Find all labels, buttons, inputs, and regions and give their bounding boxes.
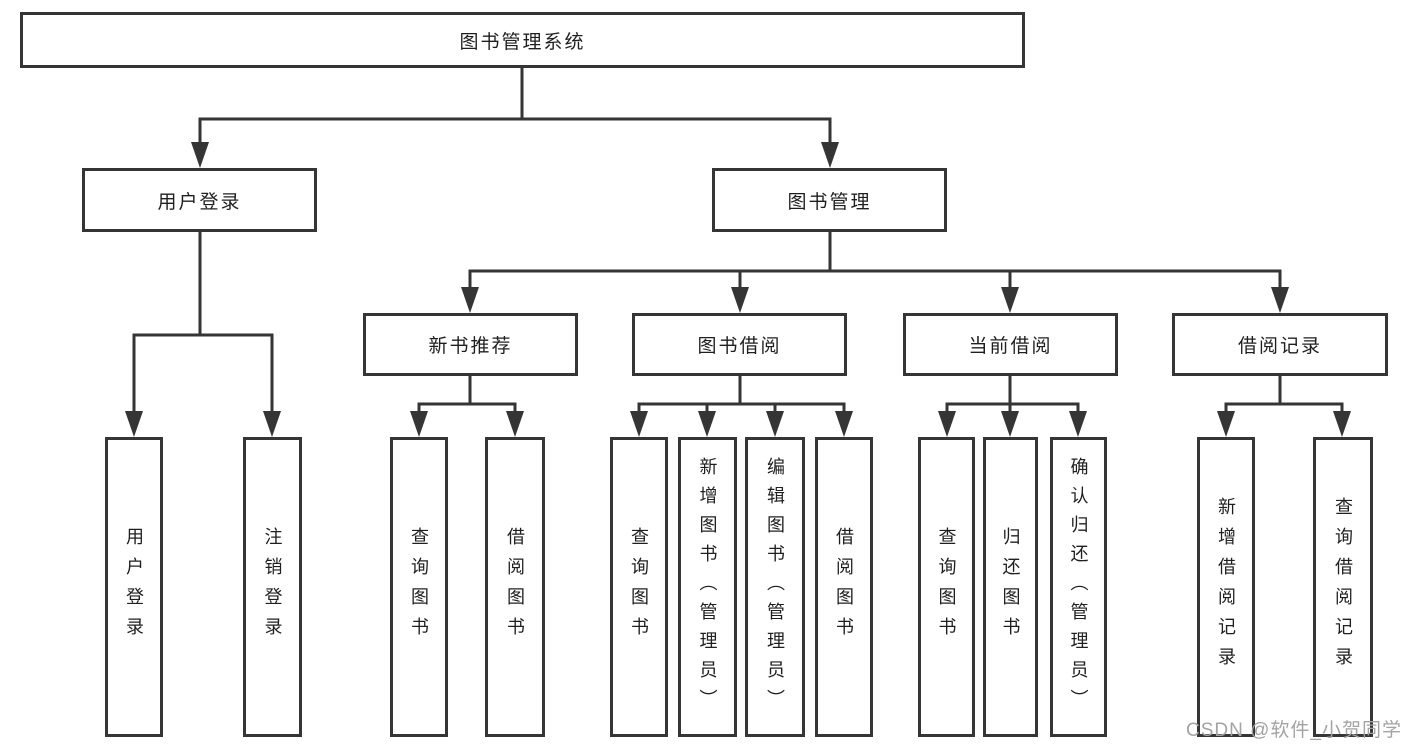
node-label: 查询图书 — [936, 527, 957, 647]
arrowhead-icon — [1271, 287, 1289, 313]
arrowhead-icon — [263, 411, 281, 437]
node-label: 查询图书 — [629, 527, 649, 647]
leaf-edit-books-admin: 编辑图书（管理员） — [745, 437, 805, 737]
node-label: 图书管理系统 — [459, 31, 586, 53]
node-label: 查询图书 — [409, 527, 429, 647]
arrowhead-icon — [1001, 411, 1019, 437]
node-borrow-records: 借阅记录 — [1172, 313, 1388, 376]
leaf-query-books-current: 查询图书 — [918, 437, 975, 737]
leaf-logout: 注销登录 — [243, 437, 302, 737]
node-label: 当前借阅 — [968, 336, 1053, 357]
arrowhead-icon — [1217, 411, 1235, 437]
node-label: 确认归还（管理员） — [1068, 456, 1089, 718]
arrowhead-icon — [125, 411, 143, 437]
connector-bookmgmt-to-level3 — [461, 228, 1289, 313]
connector-userlogin-to-leaves — [125, 228, 281, 437]
node-label: 编辑图书（管理员） — [765, 456, 785, 718]
node-label: 新增图书（管理员） — [697, 456, 718, 718]
node-label: 用户登录 — [124, 527, 144, 647]
leaf-return-books: 归还图书 — [983, 437, 1038, 737]
node-label: 借阅记录 — [1237, 336, 1322, 357]
leaf-add-borrow-record: 新增借阅记录 — [1197, 437, 1255, 737]
connector-records-to-leaves — [1217, 372, 1351, 437]
node-label: 注销登录 — [262, 527, 283, 647]
arrowhead-icon — [410, 411, 428, 437]
node-book-management: 图书管理 — [712, 168, 947, 232]
connector-bookborrow-to-leaves — [630, 372, 853, 437]
arrowhead-icon — [766, 411, 784, 437]
csdn-watermark: CSDN @软件_小贺同学 — [1186, 720, 1402, 741]
leaf-query-books-recommend: 查询图书 — [390, 437, 448, 737]
arrowhead-icon — [191, 142, 209, 168]
leaf-borrow-books: 借阅图书 — [815, 437, 873, 737]
leaf-confirm-return-admin: 确认归还（管理员） — [1050, 437, 1107, 737]
arrowhead-icon — [1069, 411, 1087, 437]
arrowhead-icon — [835, 411, 853, 437]
node-new-book-recommend: 新书推荐 — [363, 313, 578, 376]
leaf-borrow-books-recommend: 借阅图书 — [485, 437, 545, 737]
leaf-add-books-admin: 新增图书（管理员） — [678, 437, 737, 737]
node-label: 归还图书 — [1000, 527, 1021, 647]
node-label: 新增借阅记录 — [1216, 497, 1236, 677]
node-label: 图书管理 — [787, 191, 872, 213]
node-book-borrow: 图书借阅 — [632, 313, 847, 376]
connector-root-to-level2 — [191, 64, 839, 168]
arrowhead-icon — [1333, 411, 1351, 437]
node-label: 图书借阅 — [697, 336, 782, 357]
node-label: 查询借阅记录 — [1333, 497, 1353, 677]
arrowhead-icon — [731, 287, 749, 313]
node-label: 借阅图书 — [505, 527, 525, 647]
arrowhead-icon — [630, 411, 648, 437]
leaf-user-login: 用户登录 — [105, 437, 163, 737]
arrowhead-icon — [698, 411, 716, 437]
connector-currentborrow-to-leaves — [938, 372, 1087, 437]
node-library-system: 图书管理系统 — [20, 12, 1025, 68]
arrowhead-icon — [938, 411, 956, 437]
arrowhead-icon — [461, 287, 479, 313]
node-label: 用户登录 — [157, 191, 242, 213]
arrowhead-icon — [1001, 287, 1019, 313]
node-current-borrow: 当前借阅 — [903, 313, 1118, 376]
node-user-login: 用户登录 — [82, 168, 317, 232]
node-label: 借阅图书 — [834, 527, 854, 647]
node-label: 新书推荐 — [428, 336, 513, 357]
leaf-query-books-borrow: 查询图书 — [610, 437, 668, 737]
arrowhead-icon — [506, 411, 524, 437]
connector-recommend-to-leaves — [410, 372, 524, 437]
leaf-query-borrow-record: 查询借阅记录 — [1313, 437, 1373, 737]
arrowhead-icon — [821, 142, 839, 168]
